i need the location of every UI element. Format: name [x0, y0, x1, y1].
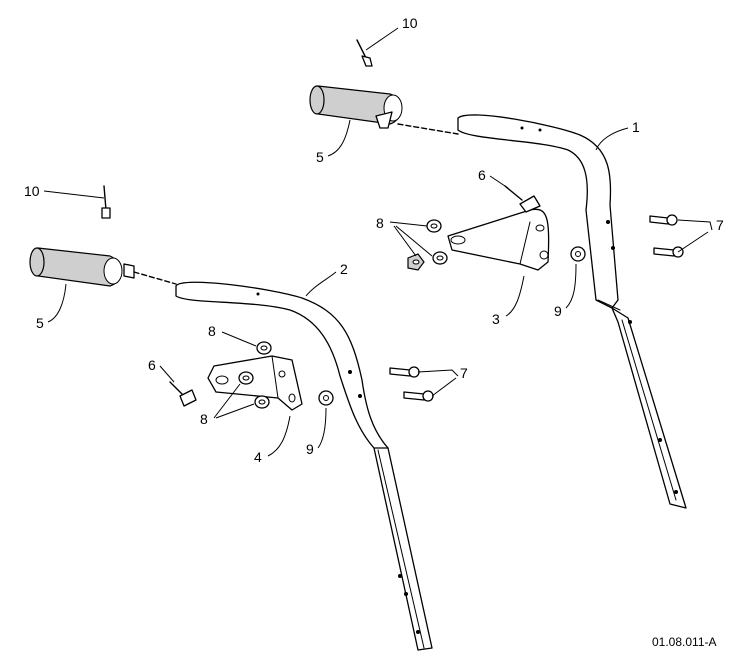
leader-9b: [317, 407, 327, 449]
callout-8-left-top: 8: [208, 323, 216, 339]
rivet-left: [43, 185, 111, 219]
bracket-right: [447, 208, 550, 271]
handle-bar-right: [457, 114, 687, 509]
leader-3: [505, 275, 525, 317]
bolt-left: [169, 381, 197, 407]
handle-bar-left: [175, 281, 433, 651]
nuts-right: [407, 219, 448, 271]
leader-8b: [221, 331, 257, 347]
callout-2: 2: [340, 261, 348, 277]
bolts-left: [389, 366, 434, 402]
callout-5-left: 5: [36, 315, 44, 331]
callout-6-right: 6: [478, 167, 486, 183]
grip-right: [309, 85, 459, 135]
leader-7a: [677, 219, 713, 253]
callout-10-top: 10: [402, 15, 418, 31]
grip-left: [29, 247, 177, 287]
leader-4: [267, 415, 291, 457]
callout-5-right: 5: [316, 149, 324, 165]
callout-7-left: 7: [460, 365, 468, 381]
leader-1: [595, 127, 629, 151]
nuts-left: [238, 341, 272, 409]
leader-8c: [213, 383, 255, 419]
callout-6-left: 6: [148, 357, 156, 373]
leader-9a: [565, 263, 577, 309]
leader-2: [305, 271, 337, 297]
callout-10-left: 10: [24, 183, 40, 199]
callout-3: 3: [492, 311, 500, 327]
callout-9-left: 9: [306, 441, 314, 457]
callout-9-right: 9: [554, 303, 562, 319]
leader-6b: [159, 365, 175, 383]
leader-6a: [489, 175, 509, 189]
drawing-code: 01.08.011-A: [652, 635, 717, 649]
callout-8-left-bottom: 8: [200, 411, 208, 427]
bracket-left: [207, 355, 303, 411]
leader-5a: [327, 119, 351, 157]
leader-8a: [389, 221, 433, 257]
callout-8-right: 8: [376, 215, 384, 231]
washer-left: [318, 390, 334, 406]
bolt-right: [504, 185, 541, 213]
bolts-right: [649, 214, 684, 258]
washer-right: [570, 246, 586, 262]
callout-1: 1: [632, 119, 640, 135]
callout-4: 4: [254, 449, 262, 465]
leader-7b: [417, 369, 459, 397]
callout-7-right: 7: [716, 217, 724, 233]
leader-5b: [47, 283, 67, 323]
rivet-top: [356, 27, 399, 67]
